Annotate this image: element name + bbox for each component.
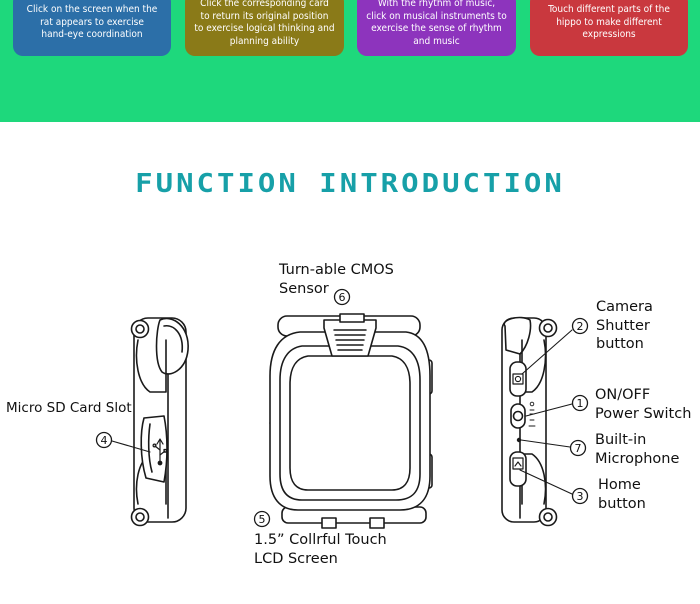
section-title: FUNCTION INTRODUCTION bbox=[135, 167, 565, 199]
callout-number: 6 bbox=[339, 291, 346, 304]
callout-number: 5 bbox=[259, 513, 266, 526]
device-right-side-view bbox=[501, 316, 558, 527]
callout-leaders bbox=[111, 329, 573, 495]
card-text: Click the corresponding card bbox=[200, 0, 329, 9]
card-text: hippo to make different bbox=[556, 16, 662, 28]
card-text: Touch different parts of the bbox=[548, 4, 670, 16]
callout-number: 4 bbox=[101, 434, 108, 447]
card-text: Click on the screen when the bbox=[26, 4, 158, 16]
feature-card-music-rhythm: With the rhythm of music, click on music… bbox=[357, 0, 516, 56]
callout-number: 1 bbox=[577, 397, 584, 410]
callout-label-shutter-button: Camera Shutter button bbox=[596, 299, 653, 352]
callout-number: 3 bbox=[577, 490, 584, 503]
card-text: expressions bbox=[582, 29, 636, 41]
device-front-view bbox=[269, 313, 433, 529]
card-text: exercise the sense of rhythm bbox=[371, 23, 502, 34]
card-text: and music bbox=[413, 35, 460, 47]
card-text: to return its original position bbox=[200, 10, 329, 22]
card-text: planning ability bbox=[229, 35, 300, 47]
callout-label-microphone: Built-in Microphone bbox=[595, 432, 680, 467]
card-text: With the rhythm of music, bbox=[377, 0, 496, 9]
device-left-side-view bbox=[130, 317, 189, 527]
feature-card-hippo: Touch different parts of the hippo to ma… bbox=[530, 0, 688, 56]
card-text: to exercise logical thinking and bbox=[194, 23, 335, 34]
feature-card-whack-rat: Click on the screen when the rat appears… bbox=[13, 0, 171, 56]
callout-markers bbox=[95, 288, 589, 528]
callout-label-power-switch: ON/OFF Power Switch bbox=[595, 387, 692, 422]
card-text: click on musical instruments to bbox=[366, 10, 507, 22]
callout-number: 7 bbox=[575, 442, 582, 455]
card-text: hand-eye coordination bbox=[41, 29, 143, 41]
card-text: rat appears to exercise bbox=[40, 16, 144, 28]
callout-label-lcd-screen: 1.5” Collrful Touch LCD Screen bbox=[254, 532, 387, 567]
feature-card-memory-cards: Click the corresponding card to return i… bbox=[185, 0, 344, 56]
callout-label-cmos-sensor: Turn-able CMOS Sensor bbox=[279, 262, 394, 297]
callout-label-sd-card-slot: Micro SD Card Slot bbox=[6, 400, 132, 416]
callout-label-home-button: Home button bbox=[598, 477, 646, 512]
callout-number: 2 bbox=[577, 320, 584, 333]
